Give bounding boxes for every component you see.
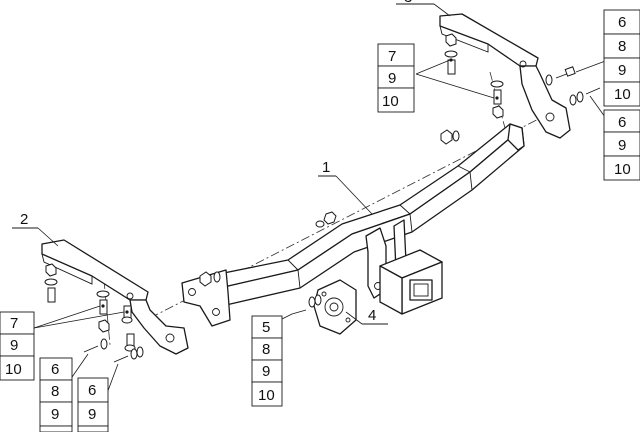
- stack-left-6a-6: 6: [51, 361, 59, 378]
- position-stack-right-b: 6 9 10: [603, 109, 640, 181]
- left-mounting-bracket: [41, 239, 189, 355]
- stack-left-6a-9: 9: [51, 406, 59, 423]
- stack-left-10: 10: [5, 361, 22, 378]
- stack-right-b-6: 6: [618, 114, 626, 131]
- receiver-tube: [379, 249, 443, 315]
- callout-3: 3: [404, 0, 412, 6]
- position-stack-top: 7 9 10: [377, 43, 415, 113]
- stack-right-a-8: 8: [618, 38, 626, 55]
- fasteners: [44, 33, 601, 363]
- position-stack-left-6a: 6 8 9: [39, 357, 73, 432]
- position-stack-right-a: 6 8 9 10: [603, 9, 640, 107]
- stack-left-7: 7: [10, 315, 18, 332]
- main-crossbar: [181, 123, 525, 327]
- stack-right-b-10: 10: [614, 161, 631, 178]
- callout-1: 1: [322, 159, 330, 176]
- stack-right-a-6: 6: [618, 14, 626, 31]
- callout-2: 2: [20, 211, 28, 228]
- stack-right-b-9: 9: [618, 137, 626, 154]
- stack-left-9: 9: [10, 337, 18, 354]
- stack-center-8: 8: [262, 341, 270, 358]
- socket-mounting-plate: [313, 279, 357, 335]
- stack-top-9: 9: [388, 70, 396, 87]
- position-stack-center: 5 8 9 10: [251, 315, 283, 407]
- stack-right-a-10: 10: [614, 86, 631, 103]
- stack-top-7: 7: [388, 48, 396, 65]
- stack-left-6b-9: 9: [88, 406, 96, 423]
- position-stack-left: 7 9 10: [0, 311, 35, 381]
- callout-4: 4: [368, 307, 376, 324]
- centerline-left-bracket: [103, 279, 111, 346]
- stack-left-6a-8: 8: [51, 383, 59, 400]
- stack-center-10: 10: [258, 387, 275, 404]
- stack-left-6b-6: 6: [88, 382, 96, 399]
- right-mounting-bracket: [439, 13, 571, 139]
- stack-top-10: 10: [382, 93, 399, 110]
- stack-right-a-9: 9: [618, 62, 626, 79]
- stack-center-9: 9: [262, 363, 270, 380]
- position-stack-left-6b: 6 9: [77, 377, 109, 432]
- stack-center-5: 5: [262, 319, 270, 336]
